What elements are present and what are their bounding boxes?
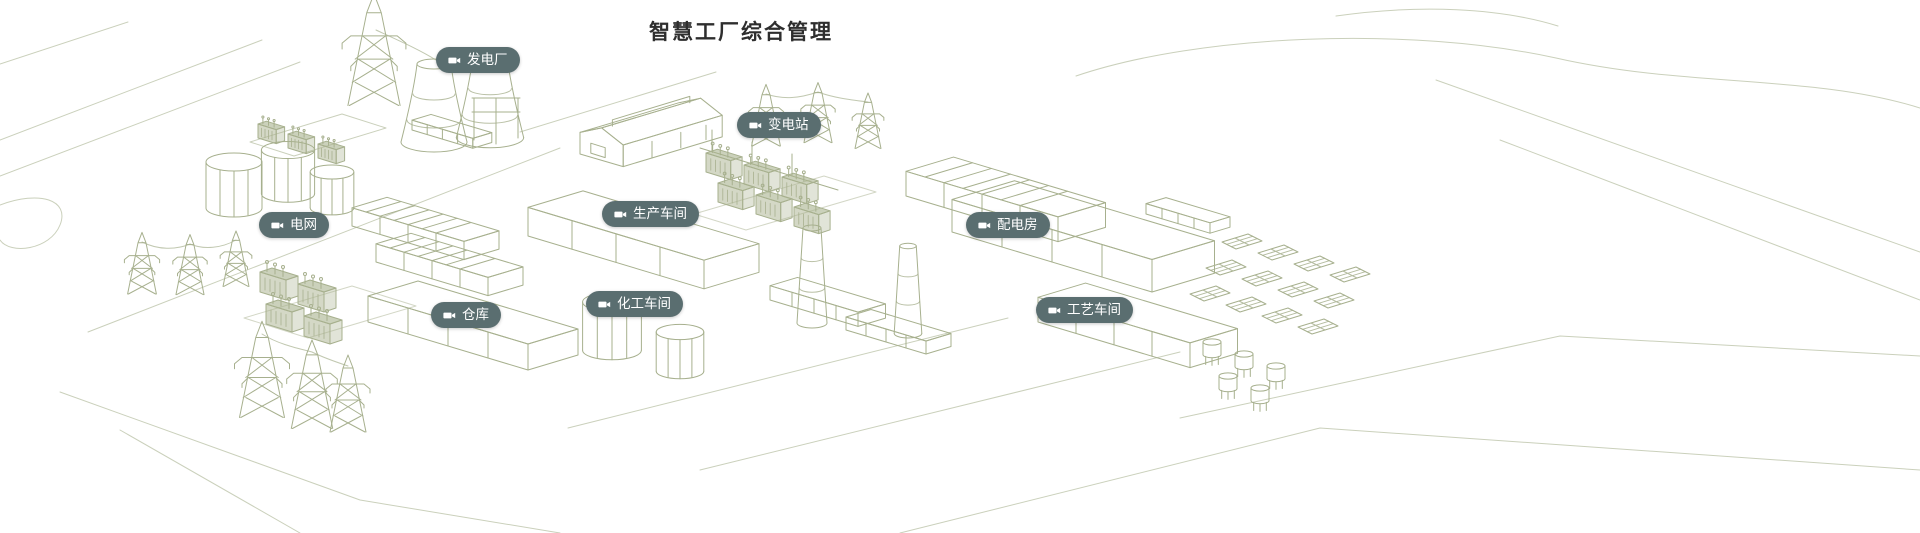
transmission-towers [124,0,885,433]
marker-chemical-workshop[interactable]: 化工车间 [586,291,683,317]
marker-warehouse[interactable]: 仓库 [431,302,501,328]
marker-power-grid[interactable]: 电网 [259,212,329,238]
marker-label: 发电厂 [467,52,508,67]
marker-label: 生产车间 [633,206,687,221]
marker-process-workshop[interactable]: 工艺车间 [1036,297,1133,323]
marker-power-plant[interactable]: 发电厂 [436,47,520,73]
chimney-area [769,224,952,355]
small-tanks [1202,338,1286,412]
marker-label: 电网 [290,217,317,232]
marker-label: 配电房 [997,217,1038,232]
camera-icon [598,298,611,311]
camera-icon [978,219,991,232]
tank-farm [205,113,387,218]
right-buildings [906,157,1231,293]
marker-substation[interactable]: 变电站 [737,112,821,138]
camera-icon [614,208,627,221]
camera-icon [1048,304,1061,317]
left-workshops [352,197,523,295]
substation-yard [693,129,877,235]
camera-icon [271,219,284,232]
power-plant-buildings [400,52,525,153]
marker-label: 工艺车间 [1067,302,1121,317]
camera-icon [749,119,762,132]
marker-production-workshop[interactable]: 生产车间 [602,201,699,227]
marker-distribution-room[interactable]: 配电房 [966,212,1050,238]
terrain-roads [0,8,1920,533]
grid-transformer-yard [243,260,417,345]
solar-field [1189,233,1371,335]
marker-label: 化工车间 [617,296,671,311]
page-title: 智慧工厂综合管理 [649,21,833,44]
marker-label: 变电站 [768,117,809,132]
camera-icon [443,309,456,322]
camera-icon [448,54,461,67]
marker-label: 仓库 [462,307,489,322]
